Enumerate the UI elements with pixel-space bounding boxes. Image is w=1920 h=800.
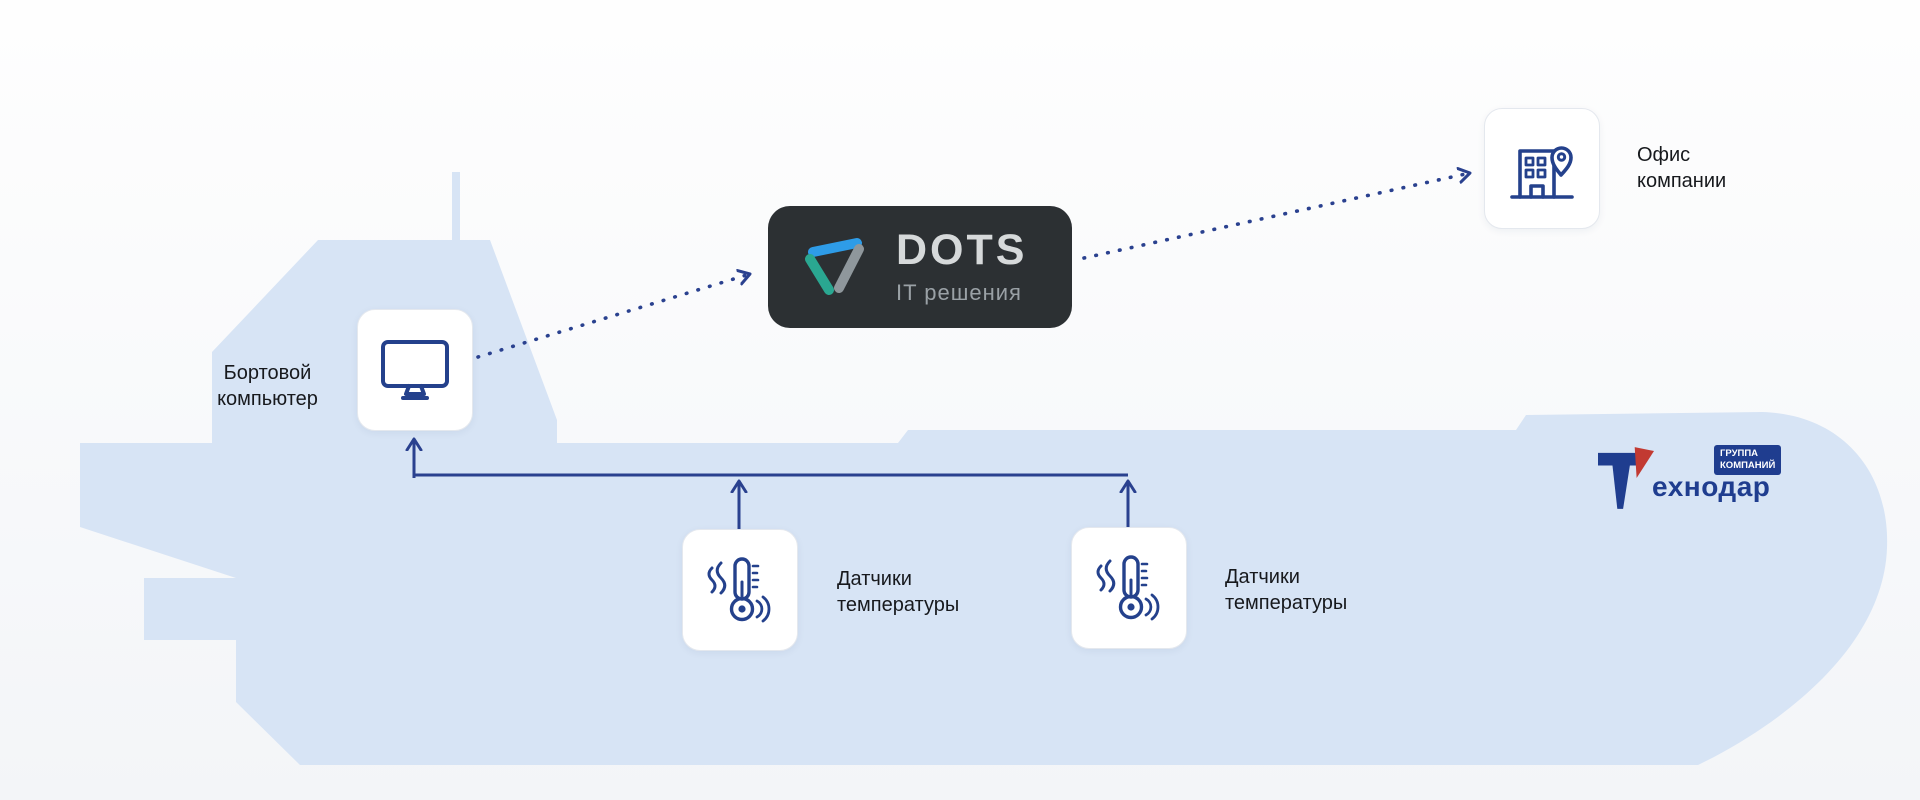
thermometer-icon — [707, 557, 771, 623]
onboard-computer-node — [357, 309, 473, 431]
technodar-logo: ехнодар ГРУППА КОМПАНИЙ — [1598, 445, 1798, 511]
dots-subtitle: IT решения — [896, 279, 1022, 305]
technodar-group-badge: ГРУППА КОМПАНИЙ — [1714, 445, 1782, 475]
temperature-sensor-label-left: Датчики температуры — [837, 568, 960, 617]
dots-triangle-logo — [805, 238, 864, 295]
technodar-t-mark-icon — [1598, 447, 1654, 509]
temperature-sensor-label-right: Датчики температуры — [1225, 566, 1348, 615]
dots-platform-badge: DOTS IT решения — [768, 206, 1072, 328]
monitor-icon — [381, 340, 449, 400]
dotted-arrow-computer-to-dots — [476, 274, 752, 359]
dots-title: DOTS — [896, 226, 1028, 275]
thermometer-icon — [1096, 555, 1160, 621]
technodar-wordmark: ехнодар — [1652, 471, 1771, 502]
temperature-sensor-node-right — [1071, 527, 1187, 649]
dotted-arrow-dots-to-office — [1082, 173, 1472, 260]
dots-texts: DOTS IT решения — [896, 228, 1027, 305]
temperature-sensor-node-left — [682, 529, 798, 651]
onboard-computer-label: Бортовой компьютер — [217, 362, 318, 411]
ship-hull — [80, 412, 1888, 765]
building-location-pin-icon — [1510, 145, 1574, 199]
company-office-label: Офис компании — [1637, 144, 1727, 193]
connection-lines — [414, 173, 1472, 529]
company-office-node — [1484, 108, 1600, 229]
